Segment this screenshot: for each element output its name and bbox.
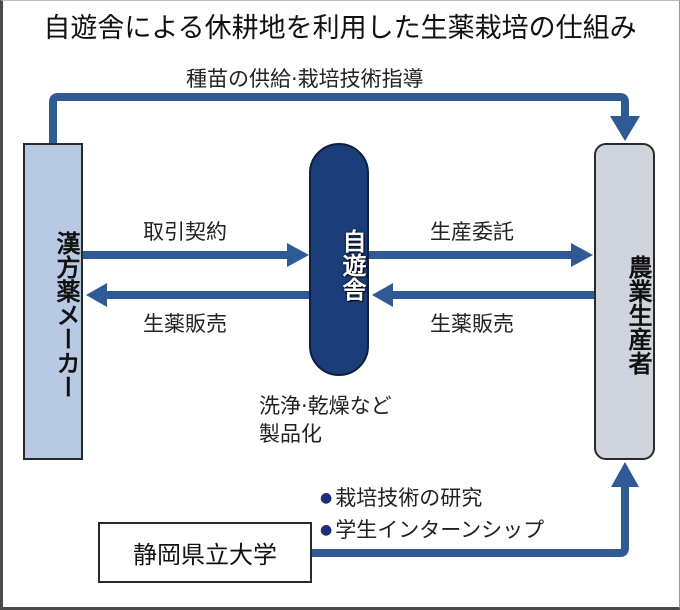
label-herb-sales-right: 生薬販売 xyxy=(430,312,514,336)
arrowhead-jiyusha-to-farmer xyxy=(571,243,593,267)
arrow-top-guidance xyxy=(49,93,629,143)
list-item: ●栽培技術の研究 xyxy=(320,486,483,510)
arrowhead-top-guidance xyxy=(610,116,640,141)
arrow-university-to-farmer xyxy=(312,485,629,557)
node-kampo-maker: 漢方薬メーカー xyxy=(23,143,83,460)
node-jiyusha: 自遊舎 xyxy=(309,143,369,376)
node-jiyusha-label: 自遊舎 xyxy=(338,229,366,301)
bullet-icon: ● xyxy=(320,490,333,506)
node-farmer-label: 農業生産者 xyxy=(624,255,652,375)
arrowhead-farmer-to-jiyusha xyxy=(372,283,393,307)
label-seed-supply-guidance: 種苗の供給·栽培技術指導 xyxy=(186,67,424,91)
university-support-list: ●栽培技術の研究 ●学生インターンシップ xyxy=(320,482,544,546)
list-item: ●学生インターンシップ xyxy=(320,518,545,542)
label-processing-note-line2: 製品化 xyxy=(259,422,322,446)
label-herb-sales-left: 生薬販売 xyxy=(143,312,227,336)
label-trade-contract: 取引契約 xyxy=(143,220,227,244)
node-farmer: 農業生産者 xyxy=(594,143,655,460)
node-kampo-maker-label: 漢方薬メーカー xyxy=(52,231,80,399)
bullet-icon: ● xyxy=(320,522,333,538)
arrowhead-maker-to-jiyusha xyxy=(287,243,309,267)
label-processing-note-line1: 洗浄·乾燥など xyxy=(259,394,392,418)
label-production-outsourcing: 生産委託 xyxy=(430,220,514,244)
diagram-title: 自遊舎による休耕地を利用した生薬栽培の仕組み xyxy=(43,13,637,44)
node-university-label: 静岡県立大学 xyxy=(133,541,277,569)
node-university: 静岡県立大学 xyxy=(98,522,312,583)
arrowhead-jiyusha-to-maker xyxy=(86,283,107,307)
arrowhead-university-to-farmer xyxy=(611,462,639,487)
